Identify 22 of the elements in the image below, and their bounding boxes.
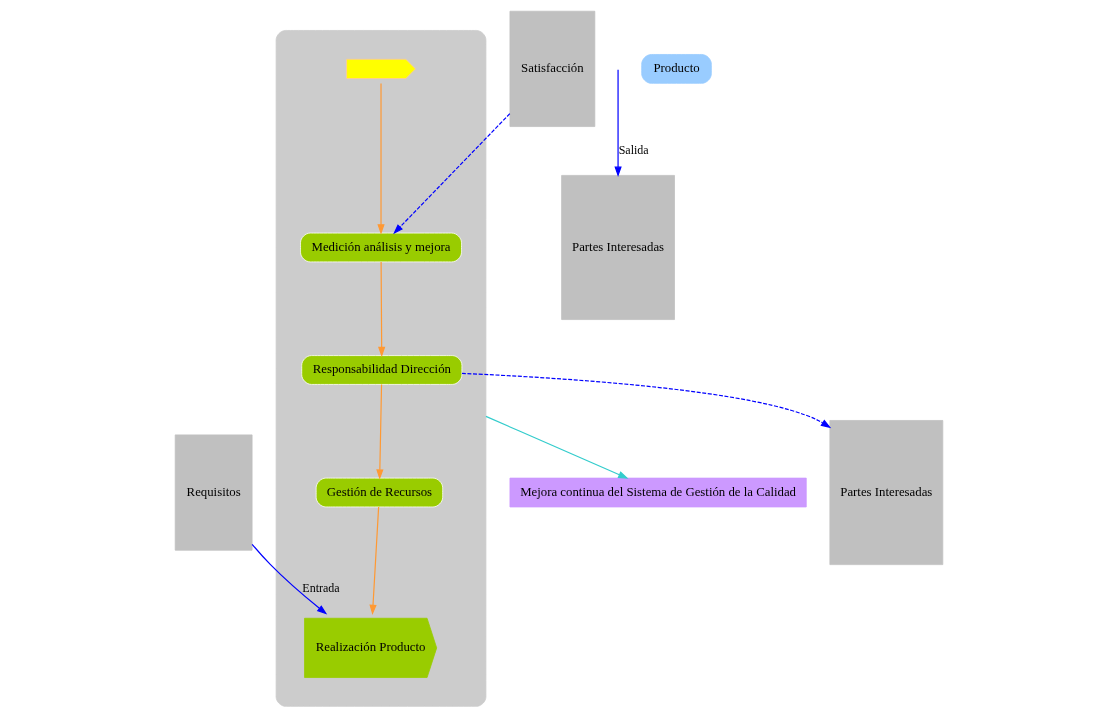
node-box: Partes Interesadas (829, 420, 943, 565)
arrow (460, 372, 831, 429)
node-box: Medición análisis y mejora (299, 232, 462, 263)
edge-label: Entrada (301, 580, 340, 595)
edge-label: Salida (618, 142, 649, 157)
arrow (484, 415, 628, 479)
node-box: Satisfacción (509, 10, 595, 127)
cluster (275, 30, 486, 707)
arrow (368, 506, 379, 616)
node-box: Mejora continua del Sistema de Gestión de la Calidad (509, 477, 807, 508)
arrow (613, 69, 622, 178)
arrow (377, 261, 385, 358)
arrow (375, 383, 383, 480)
node-box: Gestión de Recursos (315, 477, 443, 508)
node-box: Responsabilidad Dirección (300, 355, 462, 385)
node-box: Requisitos (174, 434, 252, 551)
arrow (376, 83, 385, 235)
node-box: Producto (640, 54, 712, 84)
node-box: Partes Interesadas (560, 175, 675, 320)
arrow (251, 543, 327, 615)
arrow (392, 113, 510, 235)
node-chevron (345, 58, 416, 79)
